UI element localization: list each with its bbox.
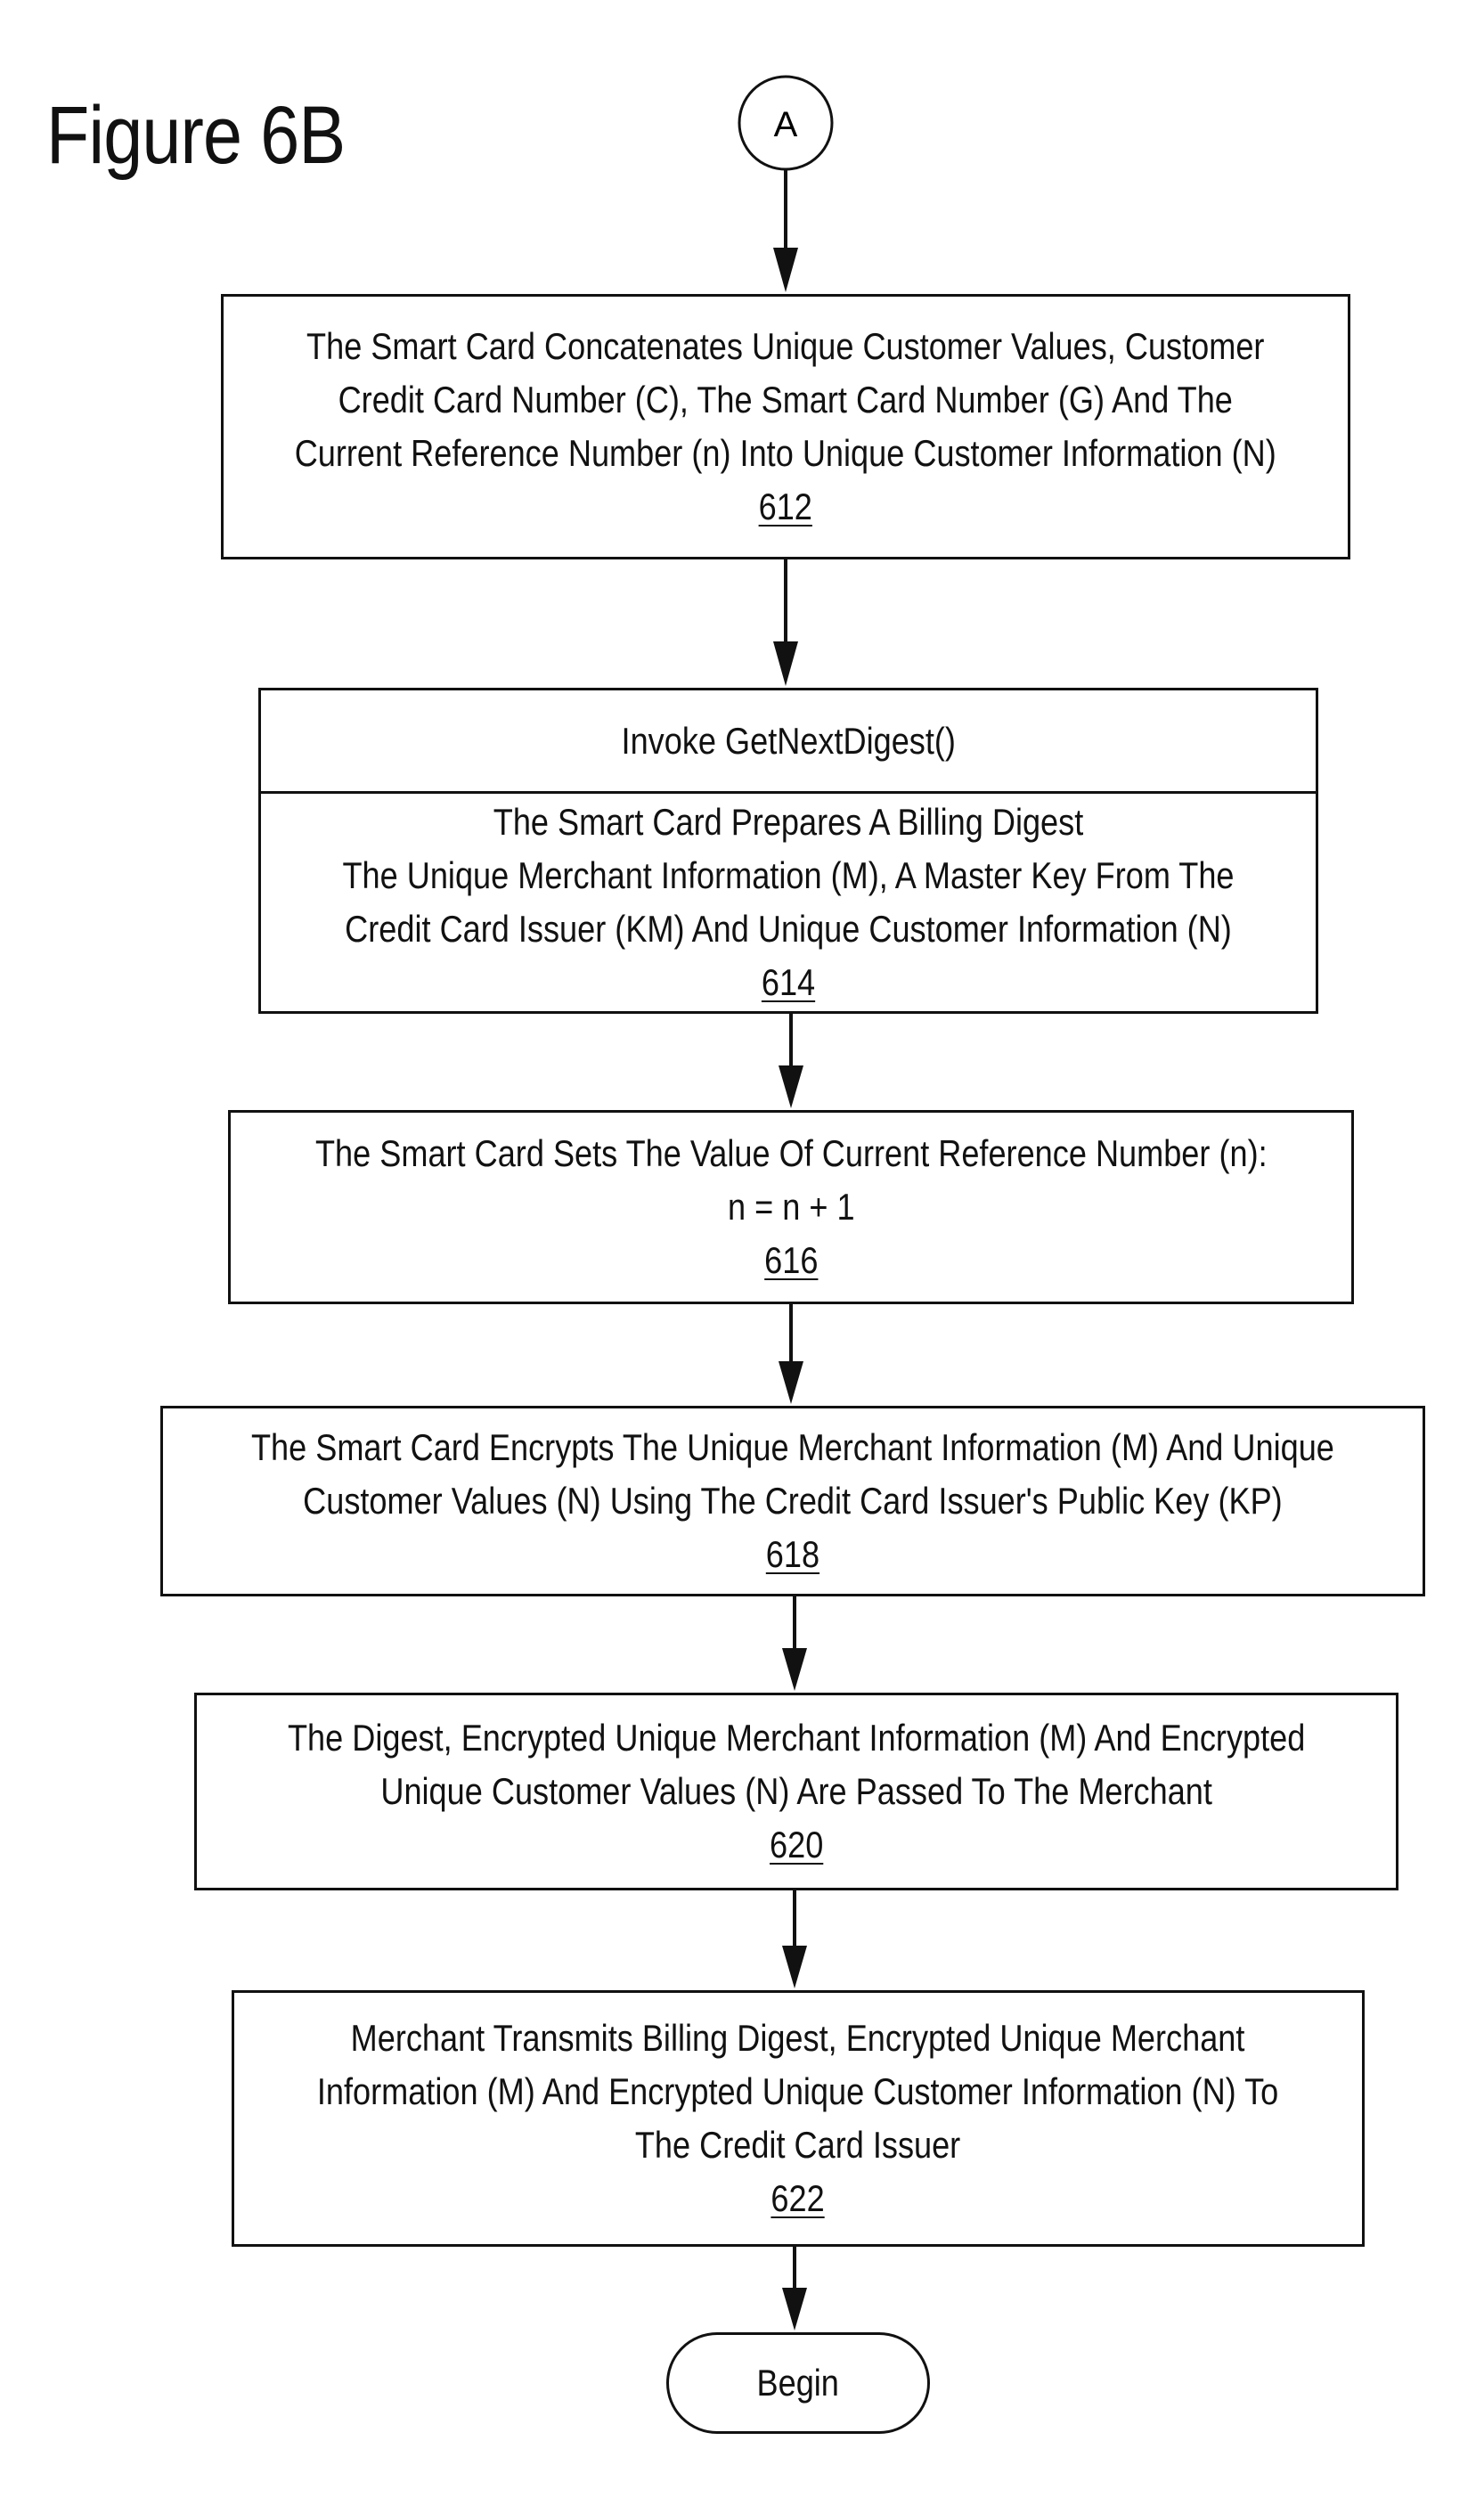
step-614-ref: 614 [761,961,816,1003]
step-614-line-2: The Unique Merchant Information (M), A M… [342,854,1235,896]
step-622-line-3: The Credit Card Issuer [635,2124,961,2166]
step-614-box: Invoke GetNextDigest() The Smart Card Pr… [258,688,1318,1014]
step-618-line-1: The Smart Card Encrypts The Unique Merch… [251,1426,1334,1468]
arrow-614-to-616 [779,1014,803,1108]
step-616-line-1: The Smart Card Sets The Value Of Current… [314,1132,1268,1174]
step-620-box: The Digest, Encrypted Unique Merchant In… [194,1693,1398,1890]
figure-title: Figure 6B [46,90,346,181]
step-614-header-label: Invoke GetNextDigest() [621,719,956,762]
arrow-612-to-614 [773,559,798,686]
step-616-formula: n = n + 1 [727,1186,855,1228]
step-618-line-2: Customer Values (N) Using The Credit Car… [303,1480,1283,1522]
arrow-616-to-618 [779,1304,803,1404]
step-620-line-1: The Digest, Encrypted Unique Merchant In… [287,1717,1306,1759]
step-612-line-3: Current Reference Number (n) Into Unique… [294,432,1277,474]
step-618-box: The Smart Card Encrypts The Unique Merch… [160,1406,1425,1596]
step-614-line-1: The Smart Card Prepares A Billing Digest [493,801,1084,843]
begin-terminal-label: Begin [756,2362,840,2404]
step-616-box: The Smart Card Sets The Value Of Current… [228,1110,1354,1304]
step-618-ref: 618 [765,1533,820,1575]
step-622-line-2: Information (M) And Encrypted Unique Cus… [317,2070,1279,2112]
connector-a-label: A [774,105,798,144]
step-622-ref: 622 [771,2177,826,2219]
begin-terminal: Begin [666,2332,930,2434]
arrow-622-to-begin [782,2247,807,2330]
connector-a: A [738,75,834,171]
step-612-box: The Smart Card Concatenates Unique Custo… [221,294,1350,559]
step-616-ref: 616 [763,1239,819,1281]
step-622-line-1: Merchant Transmits Billing Digest, Encry… [351,2017,1245,2059]
step-612-line-1: The Smart Card Concatenates Unique Custo… [306,325,1265,367]
step-612-line-2: Credit Card Number (C), The Smart Card N… [338,379,1234,420]
arrow-a-to-612 [773,169,798,292]
step-620-ref: 620 [769,1824,824,1865]
step-614-header: Invoke GetNextDigest() [261,690,1316,794]
step-622-box: Merchant Transmits Billing Digest, Encry… [232,1990,1365,2247]
arrow-618-to-620 [782,1596,807,1691]
step-620-line-2: Unique Customer Values (N) Are Passed To… [380,1770,1212,1812]
arrow-620-to-622 [782,1890,807,1988]
step-614-line-3: Credit Card Issuer (KM) And Unique Custo… [345,908,1232,950]
step-612-ref: 612 [758,486,813,527]
step-614-body: The Smart Card Prepares A Billing Digest… [261,794,1316,1011]
